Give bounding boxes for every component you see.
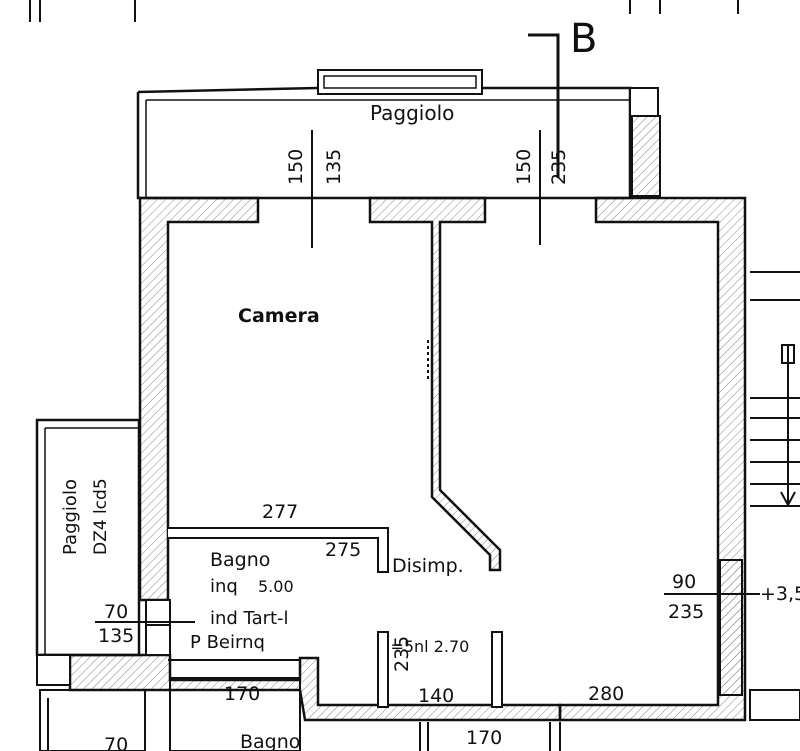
dimension-lines [95,130,760,623]
hall-note: i=5nl 2.70 [386,637,469,656]
bottom-fragments [39,677,561,751]
room-label-balcony-left: Paggiolo [60,479,81,555]
balcony-left [35,418,171,686]
balcony-left-code: DZ4 lcd5 [91,478,111,555]
dim-win-right-top: 150 [513,149,535,185]
dim-bottom-left: 70 [104,734,128,751]
room-label-hallway: Disimp. [392,555,464,577]
interior-walls [168,527,503,708]
dim-door-right-bottom: 235 [668,601,704,623]
dim-door-left-bottom: 135 [98,625,134,647]
dim-room-width: 280 [588,683,624,705]
dim-door-left-top: 70 [104,601,128,623]
dim-left-room-width: 170 [224,683,260,705]
dim-bedroom-width: 277 [262,501,298,523]
dim-win-right-bottom: 235 [548,149,570,185]
elevation-label: +3,5 [760,583,800,605]
bath-note-2: ind Tart-l [210,608,289,629]
dim-vertical-235: 235 [391,636,413,672]
dim-hall-width: 140 [418,685,454,707]
section-label: B [570,16,597,62]
bath-note-1: inq [210,576,238,597]
room-label-bedroom: Camera [238,305,320,327]
room-label-bathroom-bottom: Bagno [240,731,300,751]
dim-bottom-mid: 170 [466,727,502,749]
bath-note-3: P Beirnq [190,632,265,653]
bath-partial: 5.00 [258,577,294,596]
room-label-balcony-top: Paggiolo [370,101,454,125]
balcony-top [136,69,661,200]
room-label-bathroom: Bagno [210,549,270,571]
dim-win-left-top: 150 [285,149,307,185]
section-marker: B [528,16,597,180]
sheet-edge-lines [29,0,739,22]
dim-bath-width: 275 [325,539,361,561]
dim-win-left-bottom: 135 [323,149,345,185]
dim-door-right-top: 90 [672,571,696,593]
